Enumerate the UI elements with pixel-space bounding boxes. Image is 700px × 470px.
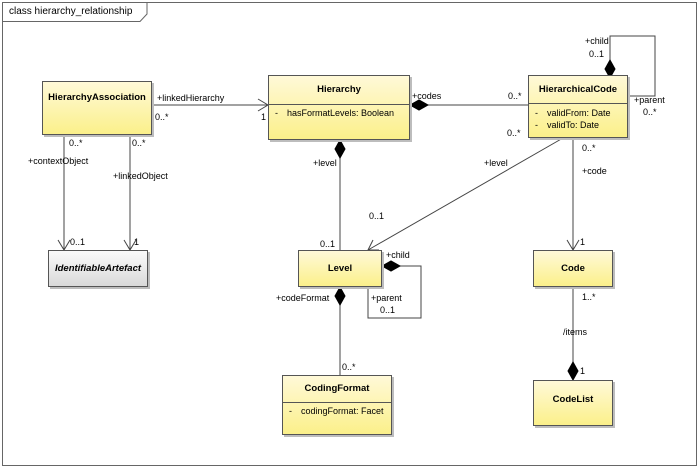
linked-hierarchy-multiplicity-target: 1 <box>261 112 267 122</box>
class-coding-format[interactable]: CodingFormat -codingFormat: Facet <box>282 375 392 435</box>
attribute-row: -codingFormat: Facet <box>283 406 391 416</box>
code-self-association <box>604 35 656 97</box>
hierarchy-level-composition <box>334 138 346 250</box>
frame-title: class hierarchy_relationship <box>9 6 133 17</box>
attribute-text: codingFormat: Facet <box>301 406 384 416</box>
visibility-marker: - <box>535 120 538 130</box>
items-composition <box>567 287 579 382</box>
attribute-text: validFrom: Date <box>547 108 611 118</box>
items-multiplicity-target: 1 <box>580 366 586 376</box>
code-format-composition <box>334 285 346 375</box>
attribute-row: -hasFormatLevels: Boolean <box>269 108 409 118</box>
class-name: Level <box>327 263 353 274</box>
class-hierarchy-association[interactable]: HierarchyAssociation <box>42 81 152 135</box>
items-role: /items <box>563 327 588 337</box>
class-name: CodeList <box>552 394 594 405</box>
linked-object-role: +linkedObject <box>113 171 168 181</box>
code-child-role: +child <box>585 36 609 46</box>
context-object-multiplicity-source: 0..* <box>69 138 83 148</box>
code-format-multiplicity: 0..* <box>342 362 356 372</box>
class-identifiable-artefact[interactable]: IdentifiableArtefact <box>48 250 148 287</box>
code-parent-multiplicity: 0..* <box>643 107 657 117</box>
hierarchy-level-multiplicity: 0..1 <box>320 239 336 249</box>
attribute-text: hasFormatLevels: Boolean <box>287 108 395 118</box>
attribute-compartment: -validFrom: Date -validTo: Date <box>529 103 627 131</box>
level-child-role: +child <box>386 250 410 260</box>
level-self-composition <box>367 260 422 319</box>
attribute-compartment: -codingFormat: Facet <box>283 402 391 416</box>
attribute-text: validTo: Date <box>547 120 600 130</box>
class-hierarchy[interactable]: Hierarchy -hasFormatLevels: Boolean <box>268 75 410 140</box>
visibility-marker: - <box>289 406 292 416</box>
code-role: +code <box>582 166 607 176</box>
code-level-role: +level <box>484 158 508 168</box>
frame-title-tab <box>2 2 148 22</box>
code-level-multiplicity-target: 0..1 <box>369 211 385 221</box>
class-name: Code <box>561 263 585 274</box>
attribute-row: -validTo: Date <box>529 119 627 131</box>
class-level[interactable]: Level <box>298 250 382 287</box>
visibility-marker: - <box>535 108 538 118</box>
class-name: HierarchyAssociation <box>48 92 146 103</box>
level-parent-multiplicity: 0..1 <box>380 305 396 315</box>
hierarchy-level-role: +level <box>313 158 337 168</box>
class-hierarchical-code[interactable]: HierarchicalCode -validFrom: Date -valid… <box>528 75 628 138</box>
code-multiplicity-target: 1 <box>580 237 586 247</box>
linked-hierarchy-role: +linkedHierarchy <box>157 93 225 103</box>
codes-composition <box>408 99 528 111</box>
linked-object-multiplicity-source: 0..* <box>132 138 146 148</box>
code-multiplicity-source: 0..* <box>582 143 596 153</box>
linked-object-multiplicity-target: 1 <box>134 237 140 247</box>
code-parent-role: +parent <box>634 95 665 105</box>
codes-multiplicity: 0..* <box>508 91 522 101</box>
attribute-row: -validFrom: Date <box>529 107 627 119</box>
code-association <box>566 138 580 251</box>
linked-hierarchy-multiplicity-source: 0..* <box>155 112 169 122</box>
linked-object-association <box>123 135 137 251</box>
class-name: Hierarchy <box>317 84 361 95</box>
class-name: IdentifiableArtefact <box>54 263 142 274</box>
class-name: CodingFormat <box>304 383 370 394</box>
code-format-role: +codeFormat <box>276 293 330 303</box>
code-level-multiplicity-source: 0..* <box>507 128 521 138</box>
context-object-association <box>57 135 71 251</box>
context-object-role: +contextObject <box>28 156 89 166</box>
class-code[interactable]: Code <box>533 250 613 287</box>
codes-role: +codes <box>412 91 442 101</box>
code-child-multiplicity: 0..1 <box>589 49 605 59</box>
class-code-list[interactable]: CodeList <box>533 380 613 426</box>
class-name: HierarchicalCode <box>538 84 618 95</box>
attribute-compartment: -hasFormatLevels: Boolean <box>269 104 409 118</box>
items-multiplicity-source: 1..* <box>582 292 596 302</box>
code-level-association <box>367 137 564 251</box>
level-parent-role: +parent <box>371 293 402 303</box>
context-object-multiplicity-target: 0..1 <box>70 237 86 247</box>
visibility-marker: - <box>275 108 278 118</box>
